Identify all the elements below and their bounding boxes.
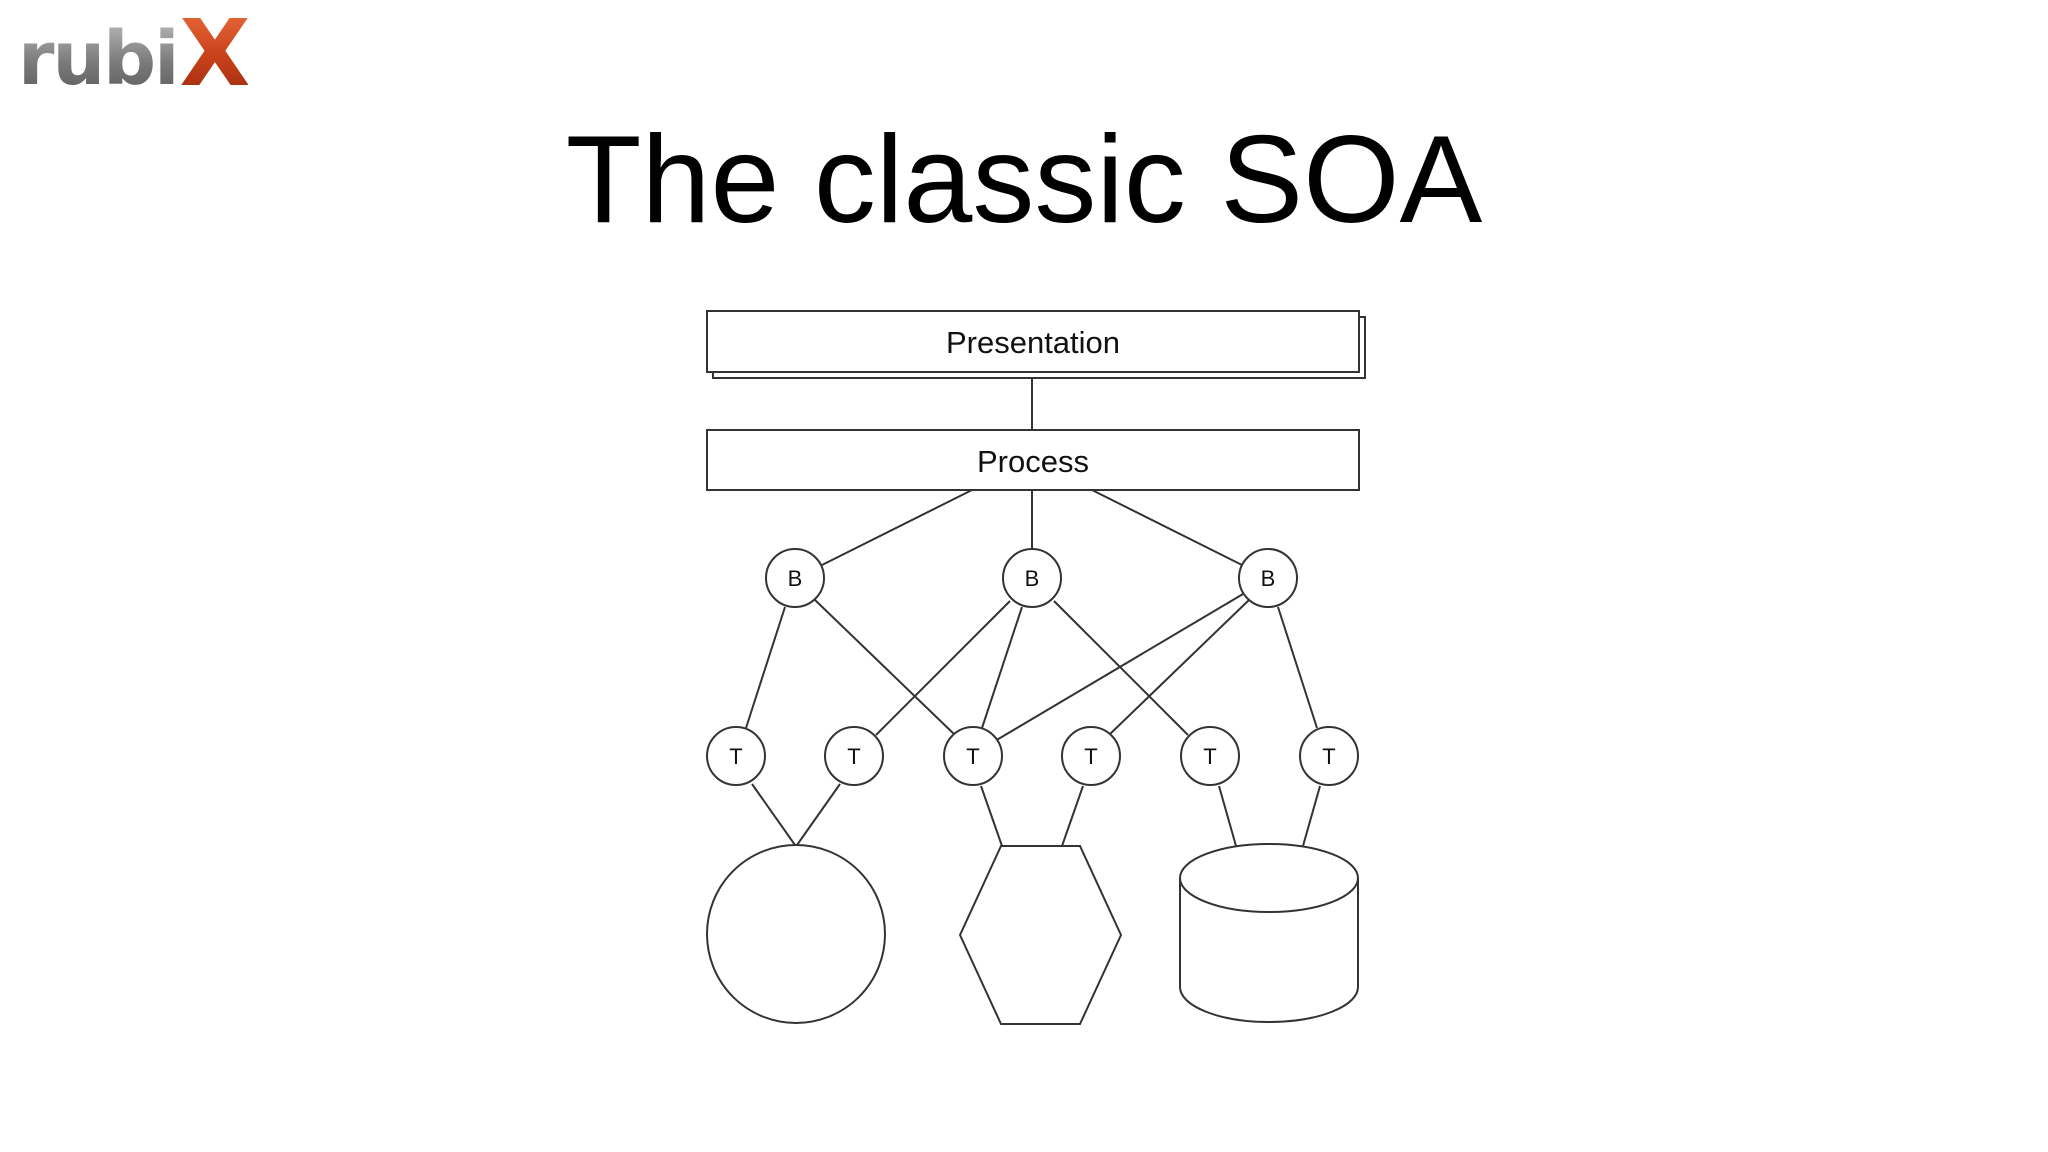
circle-resource [706, 844, 886, 1024]
business-node-1-label: B [788, 566, 803, 591]
technical-node-5 [1180, 726, 1240, 786]
link-process-b3 [1091, 489, 1245, 567]
link-b1-t3 [814, 599, 955, 735]
link-t4-hexagon [1061, 785, 1084, 847]
business-node-3 [1238, 548, 1298, 608]
link-t1-circle [751, 783, 796, 846]
link-t2-circle [796, 783, 841, 846]
process-box-rect [706, 429, 1360, 491]
presentation-box: Presentation [706, 310, 1366, 379]
link-b3-t3 [994, 593, 1244, 742]
technical-node-2-label: T [847, 744, 860, 769]
process-box: Process [706, 429, 1360, 491]
process-label: Process [977, 444, 1089, 479]
technical-node-3 [943, 726, 1003, 786]
link-t6-cylinder [1302, 785, 1321, 847]
technical-node-1 [706, 726, 766, 786]
business-node-3-label: B [1261, 566, 1276, 591]
link-process-b1 [819, 489, 973, 567]
link-b2-t5 [1053, 600, 1189, 736]
link-t5-cylinder [1218, 785, 1237, 847]
technical-node-6 [1299, 726, 1359, 786]
hexagon-resource [958, 845, 1123, 1025]
link-b1-t1 [745, 606, 786, 729]
technical-node-2 [824, 726, 884, 786]
link-b2-t2 [875, 600, 1011, 736]
link-b3-t6 [1277, 606, 1318, 729]
technical-node-4-label: T [1084, 744, 1097, 769]
business-node-1 [765, 548, 825, 608]
technical-node-4 [1061, 726, 1121, 786]
presentation-box-front [706, 310, 1360, 373]
technical-node-1-label: T [729, 744, 742, 769]
link-b3-t4 [1109, 599, 1250, 735]
presentation-label: Presentation [946, 325, 1120, 360]
technical-node-5-label: T [1203, 744, 1216, 769]
logo-accent-x: X [179, 0, 251, 107]
business-node-2 [1002, 548, 1062, 608]
resource-shapes [706, 843, 1359, 1025]
technical-node-3-label: T [966, 744, 979, 769]
logo-text: rubi [18, 16, 180, 102]
database-cylinder-resource [1179, 843, 1359, 1023]
slide-title: The classic SOA [565, 111, 1483, 249]
link-b2-t3 [981, 606, 1023, 729]
link-t3-hexagon [980, 785, 1003, 847]
technical-nodes: T T T T T T [706, 726, 1359, 786]
business-nodes: B B B [765, 548, 1298, 608]
business-node-2-label: B [1025, 566, 1040, 591]
connector-lines [745, 372, 1321, 847]
technical-node-6-label: T [1322, 744, 1335, 769]
